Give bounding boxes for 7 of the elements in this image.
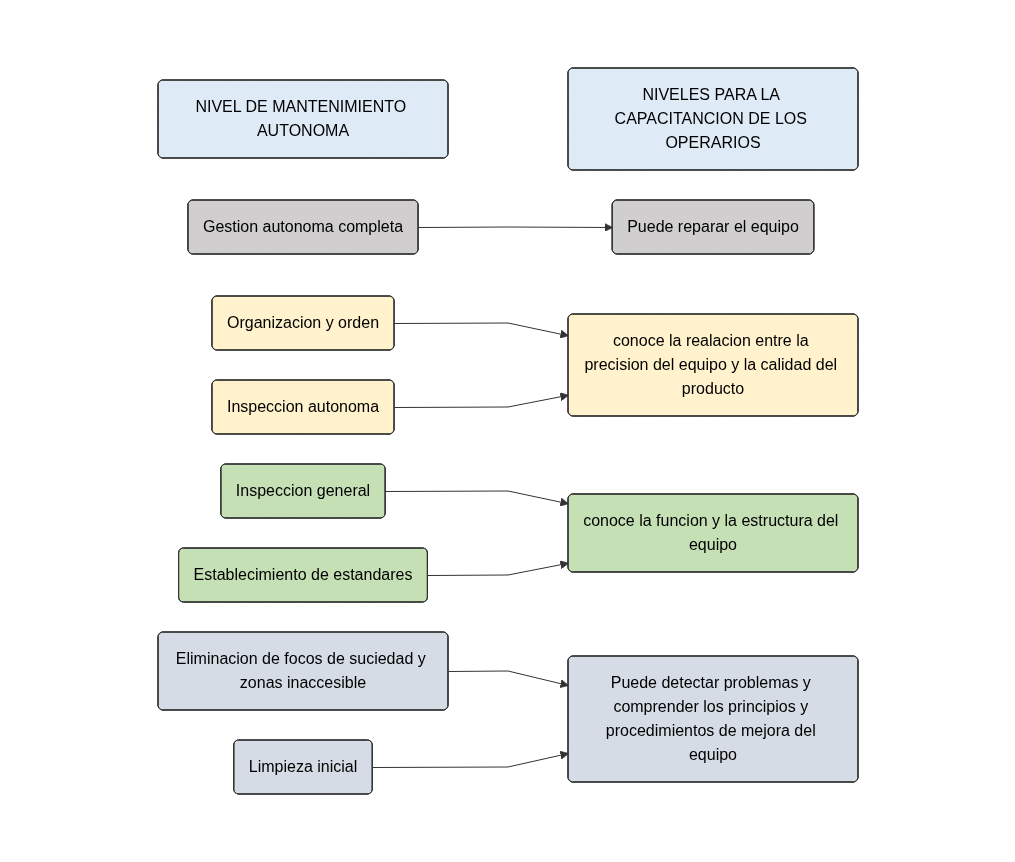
arrow	[447, 670, 569, 688]
arrow	[417, 223, 613, 232]
arrow	[393, 392, 569, 408]
arrow	[371, 750, 569, 768]
arrow	[393, 322, 569, 339]
arrow	[384, 490, 569, 507]
arrow	[426, 560, 569, 576]
